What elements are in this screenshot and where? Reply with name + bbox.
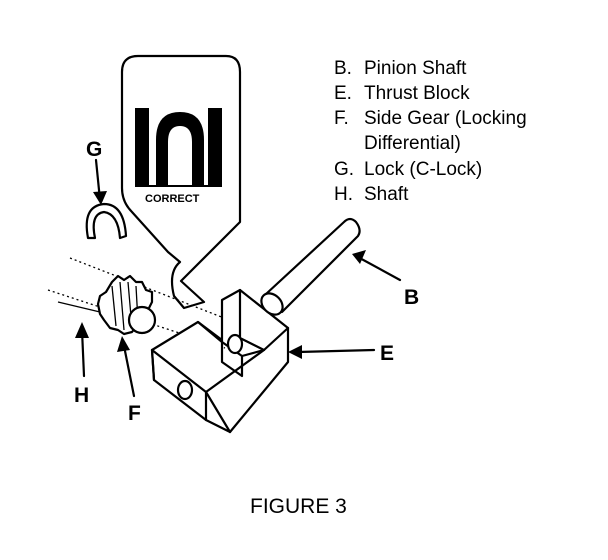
c-lock-symbol-icon bbox=[135, 108, 222, 187]
arrow-e-line bbox=[296, 348, 376, 354]
callout-h: H bbox=[74, 384, 89, 407]
gear-hub bbox=[127, 305, 157, 335]
pinion-shaft-part bbox=[260, 217, 361, 316]
correct-tag: CORRECT bbox=[120, 54, 242, 310]
legend-text-g: Lock (C-Lock) bbox=[364, 159, 482, 180]
tag-label: CORRECT bbox=[145, 193, 200, 205]
legend-key-b: B. bbox=[334, 58, 352, 79]
side-gear-part bbox=[96, 274, 157, 336]
legend-text-f: Side Gear (Locking bbox=[364, 108, 527, 129]
callout-labels: G B E H F bbox=[74, 138, 419, 425]
thrust-block-part bbox=[150, 288, 290, 434]
callout-e: E bbox=[380, 342, 394, 365]
legend-text-e: Thrust Block bbox=[364, 83, 470, 104]
legend-text-f-cont: Differential) bbox=[364, 133, 461, 154]
arrow-g-head bbox=[93, 191, 107, 205]
callout-f: F bbox=[128, 402, 141, 425]
legend-key-g: G. bbox=[334, 159, 354, 180]
legend-key-e: E. bbox=[334, 83, 352, 104]
legend-key-f: F. bbox=[334, 108, 349, 129]
legend-key-h: H. bbox=[334, 184, 353, 205]
arrow-f-line bbox=[122, 344, 136, 398]
legend-text-b: Pinion Shaft bbox=[364, 58, 467, 79]
arrow-b-line bbox=[354, 254, 402, 282]
block-hole-top bbox=[226, 333, 244, 355]
legend-text-h: Shaft bbox=[364, 184, 409, 205]
arrow-f-head bbox=[117, 336, 130, 352]
leader-arrows bbox=[75, 158, 402, 398]
c-lock-part bbox=[85, 202, 128, 240]
shaft-end bbox=[260, 292, 284, 316]
arrow-e-head bbox=[288, 345, 302, 359]
arrow-h-head bbox=[75, 322, 89, 338]
figure-caption: FIGURE 3 bbox=[250, 495, 347, 518]
legend: B. Pinion Shaft E. Thrust Block F. Side … bbox=[334, 58, 527, 205]
callout-g: G bbox=[86, 138, 102, 161]
callout-b: B bbox=[404, 286, 419, 309]
block-hole-front bbox=[176, 379, 194, 401]
arrow-b-head bbox=[352, 250, 366, 264]
